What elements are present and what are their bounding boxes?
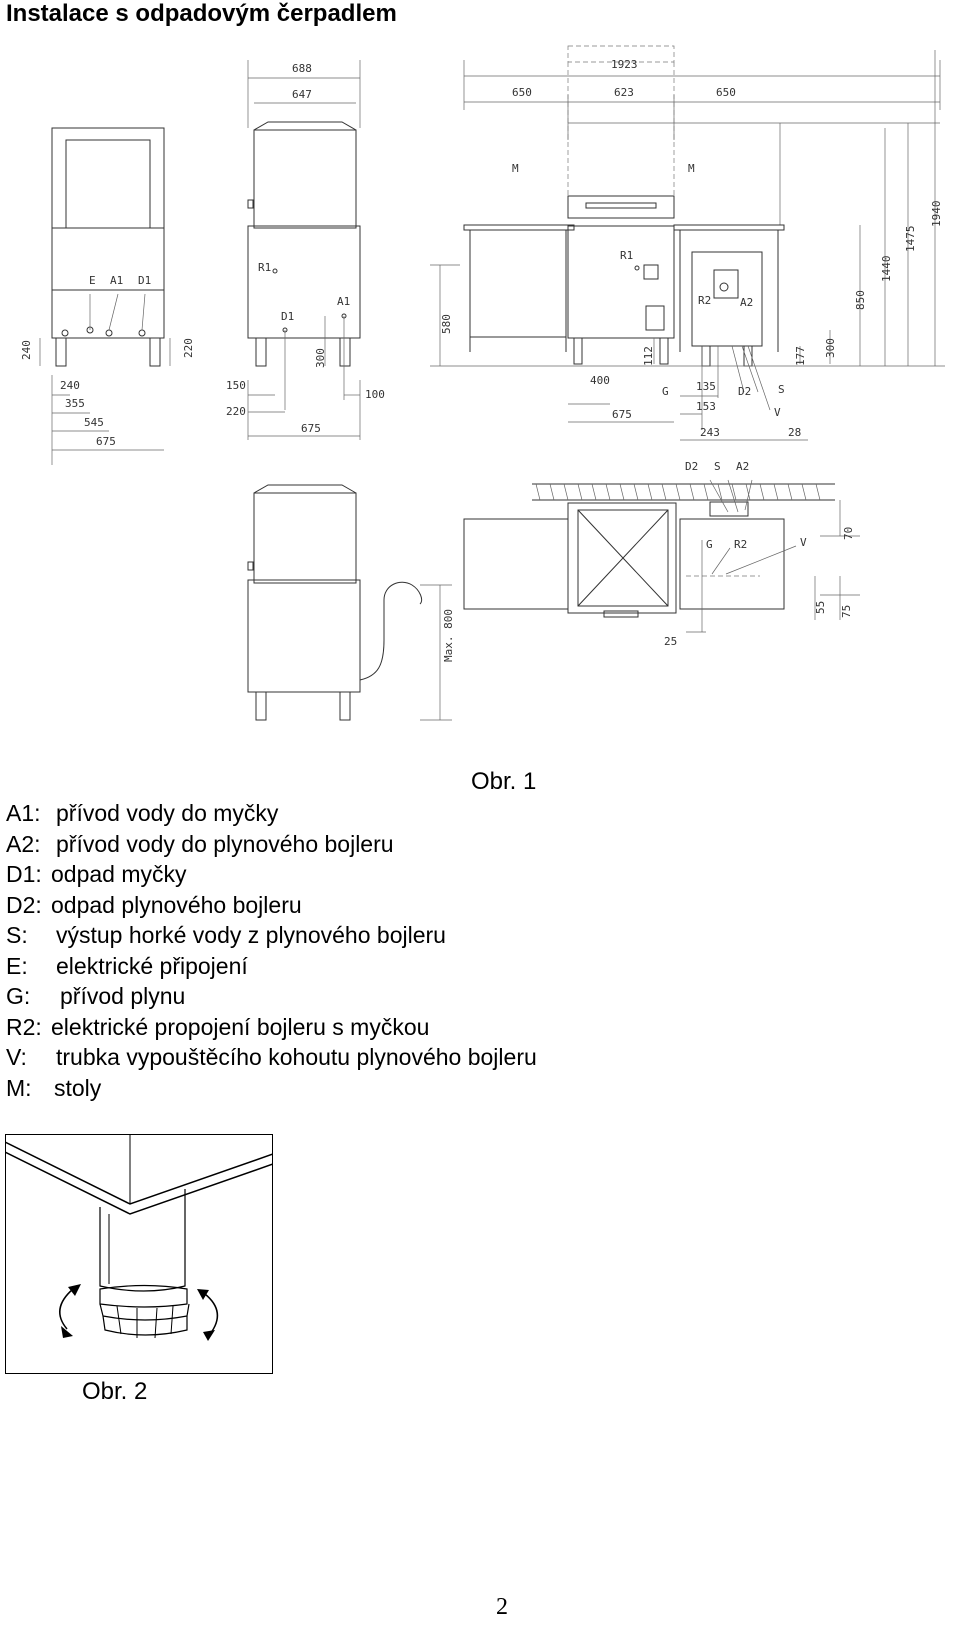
legend-text: přívod vody do myčky [56, 800, 279, 826]
dim-355: 355 [65, 397, 85, 410]
dim-400: 400 [590, 374, 610, 387]
legend-key: D1: [6, 861, 42, 887]
legend-item: V: trubka vypouštěcího kohoutu plynového … [6, 1042, 537, 1073]
leg-adjustment-illustration [5, 1134, 273, 1374]
legend-item: R2: elektrické propojení bojleru s myčkou [6, 1012, 537, 1043]
label-s: S [778, 383, 785, 396]
label-a1: A1 [110, 274, 123, 287]
label-r2-plan: R2 [734, 538, 747, 551]
dim-650-b: 650 [716, 86, 736, 99]
dim-70-vertical: 70 [842, 527, 855, 540]
dim-688: 688 [292, 62, 312, 75]
dim-135: 135 [696, 380, 716, 393]
dim-1475-vertical: 1475 [904, 226, 917, 253]
dim-300-vertical: 300 [314, 348, 327, 368]
legend-text: přívod plynu [60, 983, 186, 1009]
dim-177-vertical: 177 [794, 346, 807, 366]
label-m-1: M [512, 162, 519, 175]
dim-153: 153 [696, 400, 716, 413]
dim-623: 623 [614, 86, 634, 99]
legend-key: E: [6, 952, 28, 979]
legend-text: trubka vypouštěcího kohoutu plynového bo… [56, 1044, 537, 1070]
legend-item: A1: přívod vody do myčky [6, 798, 537, 829]
label-a2-install: A2 [740, 296, 753, 309]
page-number: 2 [496, 1594, 508, 1620]
label-e: E [89, 274, 96, 287]
page-title: Instalace s odpadovým čerpadlem [6, 0, 397, 27]
legend-key: M: [6, 1074, 32, 1101]
front-view: E A1 D1 240 220 240 355 545 675 [20, 127, 195, 465]
label-v: V [774, 406, 781, 419]
legend-item: S: výstup horké vody z plynového bojleru [6, 920, 537, 951]
dim-243: 243 [700, 426, 720, 439]
dim-75-vertical: 75 [840, 605, 853, 618]
legend-item: E: elektrické připojení [6, 951, 537, 982]
dim-1440-vertical: 1440 [880, 256, 893, 283]
dim-675-a: 675 [96, 435, 116, 448]
legend-text: odpad plynového bojleru [51, 891, 302, 918]
legend-key: V: [6, 1044, 27, 1070]
legend-text: elektrické připojení [56, 952, 248, 979]
label-m-2: M [688, 162, 695, 175]
dim-55-vertical: 55 [814, 601, 827, 614]
plan-view: D2 S A2 G R2 V 25 70 55 75 [463, 460, 860, 648]
label-v-plan: V [800, 536, 807, 549]
legend-text: přívod vody do plynového bojleru [56, 830, 394, 857]
dim-28: 28 [788, 426, 801, 439]
dim-650-a: 650 [512, 86, 532, 99]
legend-item: D1: odpad myčky [6, 859, 537, 890]
dim-647: 647 [292, 88, 312, 101]
legend-item: D2: odpad plynového bojleru [6, 890, 537, 921]
legend-key: R2: [6, 1013, 42, 1040]
dim-240: 240 [60, 379, 80, 392]
legend-text: elektrické propojení bojleru s myčkou [51, 1013, 430, 1040]
pump-side-view: Max. 800 [247, 484, 455, 721]
dim-300-vertical-2: 300 [824, 338, 837, 358]
label-s-plan: S [714, 460, 721, 473]
label-d1-side: D1 [281, 310, 294, 323]
legend-key: D2: [6, 891, 42, 918]
dim-850-vertical: 850 [854, 290, 867, 310]
dim-545: 545 [84, 416, 104, 429]
dim-112-vertical: 112 [642, 346, 655, 366]
dim-1940-vertical: 1940 [930, 201, 943, 228]
label-d1: D1 [138, 274, 151, 287]
legend-key: S: [6, 922, 28, 948]
dim-max-800-vertical: Max. 800 [442, 609, 455, 662]
side-view: 688 647 R1 D1 A1 300 150 220 675 100 [226, 60, 385, 440]
dim-100: 100 [365, 388, 385, 401]
installation-drawing: E A1 D1 240 220 240 355 545 675 688 647 [20, 45, 945, 721]
legend-key: A1: [6, 800, 41, 826]
dim-220-vertical: 220 [182, 338, 195, 358]
label-a2-plan: A2 [736, 460, 749, 473]
legend-item: G: přívod plynu [6, 981, 537, 1012]
figure-1-caption: Obr. 1 [471, 768, 537, 795]
legend-text: stoly [54, 1074, 102, 1101]
dim-25: 25 [664, 635, 677, 648]
dim-580-vertical: 580 [440, 314, 453, 334]
figure-2-caption: Obr. 2 [82, 1378, 148, 1405]
dim-1923: 1923 [611, 58, 638, 71]
legend-key: G: [6, 983, 31, 1009]
label-r1-side: R1 [258, 261, 271, 274]
label-g-plan: G [706, 538, 713, 551]
label-d2: D2 [738, 385, 751, 398]
dim-240-vertical: 240 [20, 340, 33, 360]
legend-item: M: stoly [6, 1073, 537, 1104]
dim-675-b: 675 [301, 422, 321, 435]
label-a1-side: A1 [337, 295, 350, 308]
legend-text: odpad myčky [51, 861, 187, 887]
label-r1-install: R1 [620, 249, 633, 262]
legend-item: A2: přívod vody do plynového bojleru [6, 829, 537, 860]
legend-key: A2: [6, 830, 41, 857]
legend-text: výstup horké vody z plynového bojleru [56, 922, 446, 948]
label-r2-install: R2 [698, 294, 711, 307]
dim-150: 150 [226, 379, 246, 392]
label-d2-plan: D2 [685, 460, 698, 473]
label-g: G [662, 385, 669, 398]
legend: A1: přívod vody do myčky A2: přívod vody d… [6, 798, 537, 1103]
installation-front-view: 1923 650 623 650 [430, 45, 945, 441]
dim-675-c: 675 [612, 408, 632, 421]
dim-220: 220 [226, 405, 246, 418]
